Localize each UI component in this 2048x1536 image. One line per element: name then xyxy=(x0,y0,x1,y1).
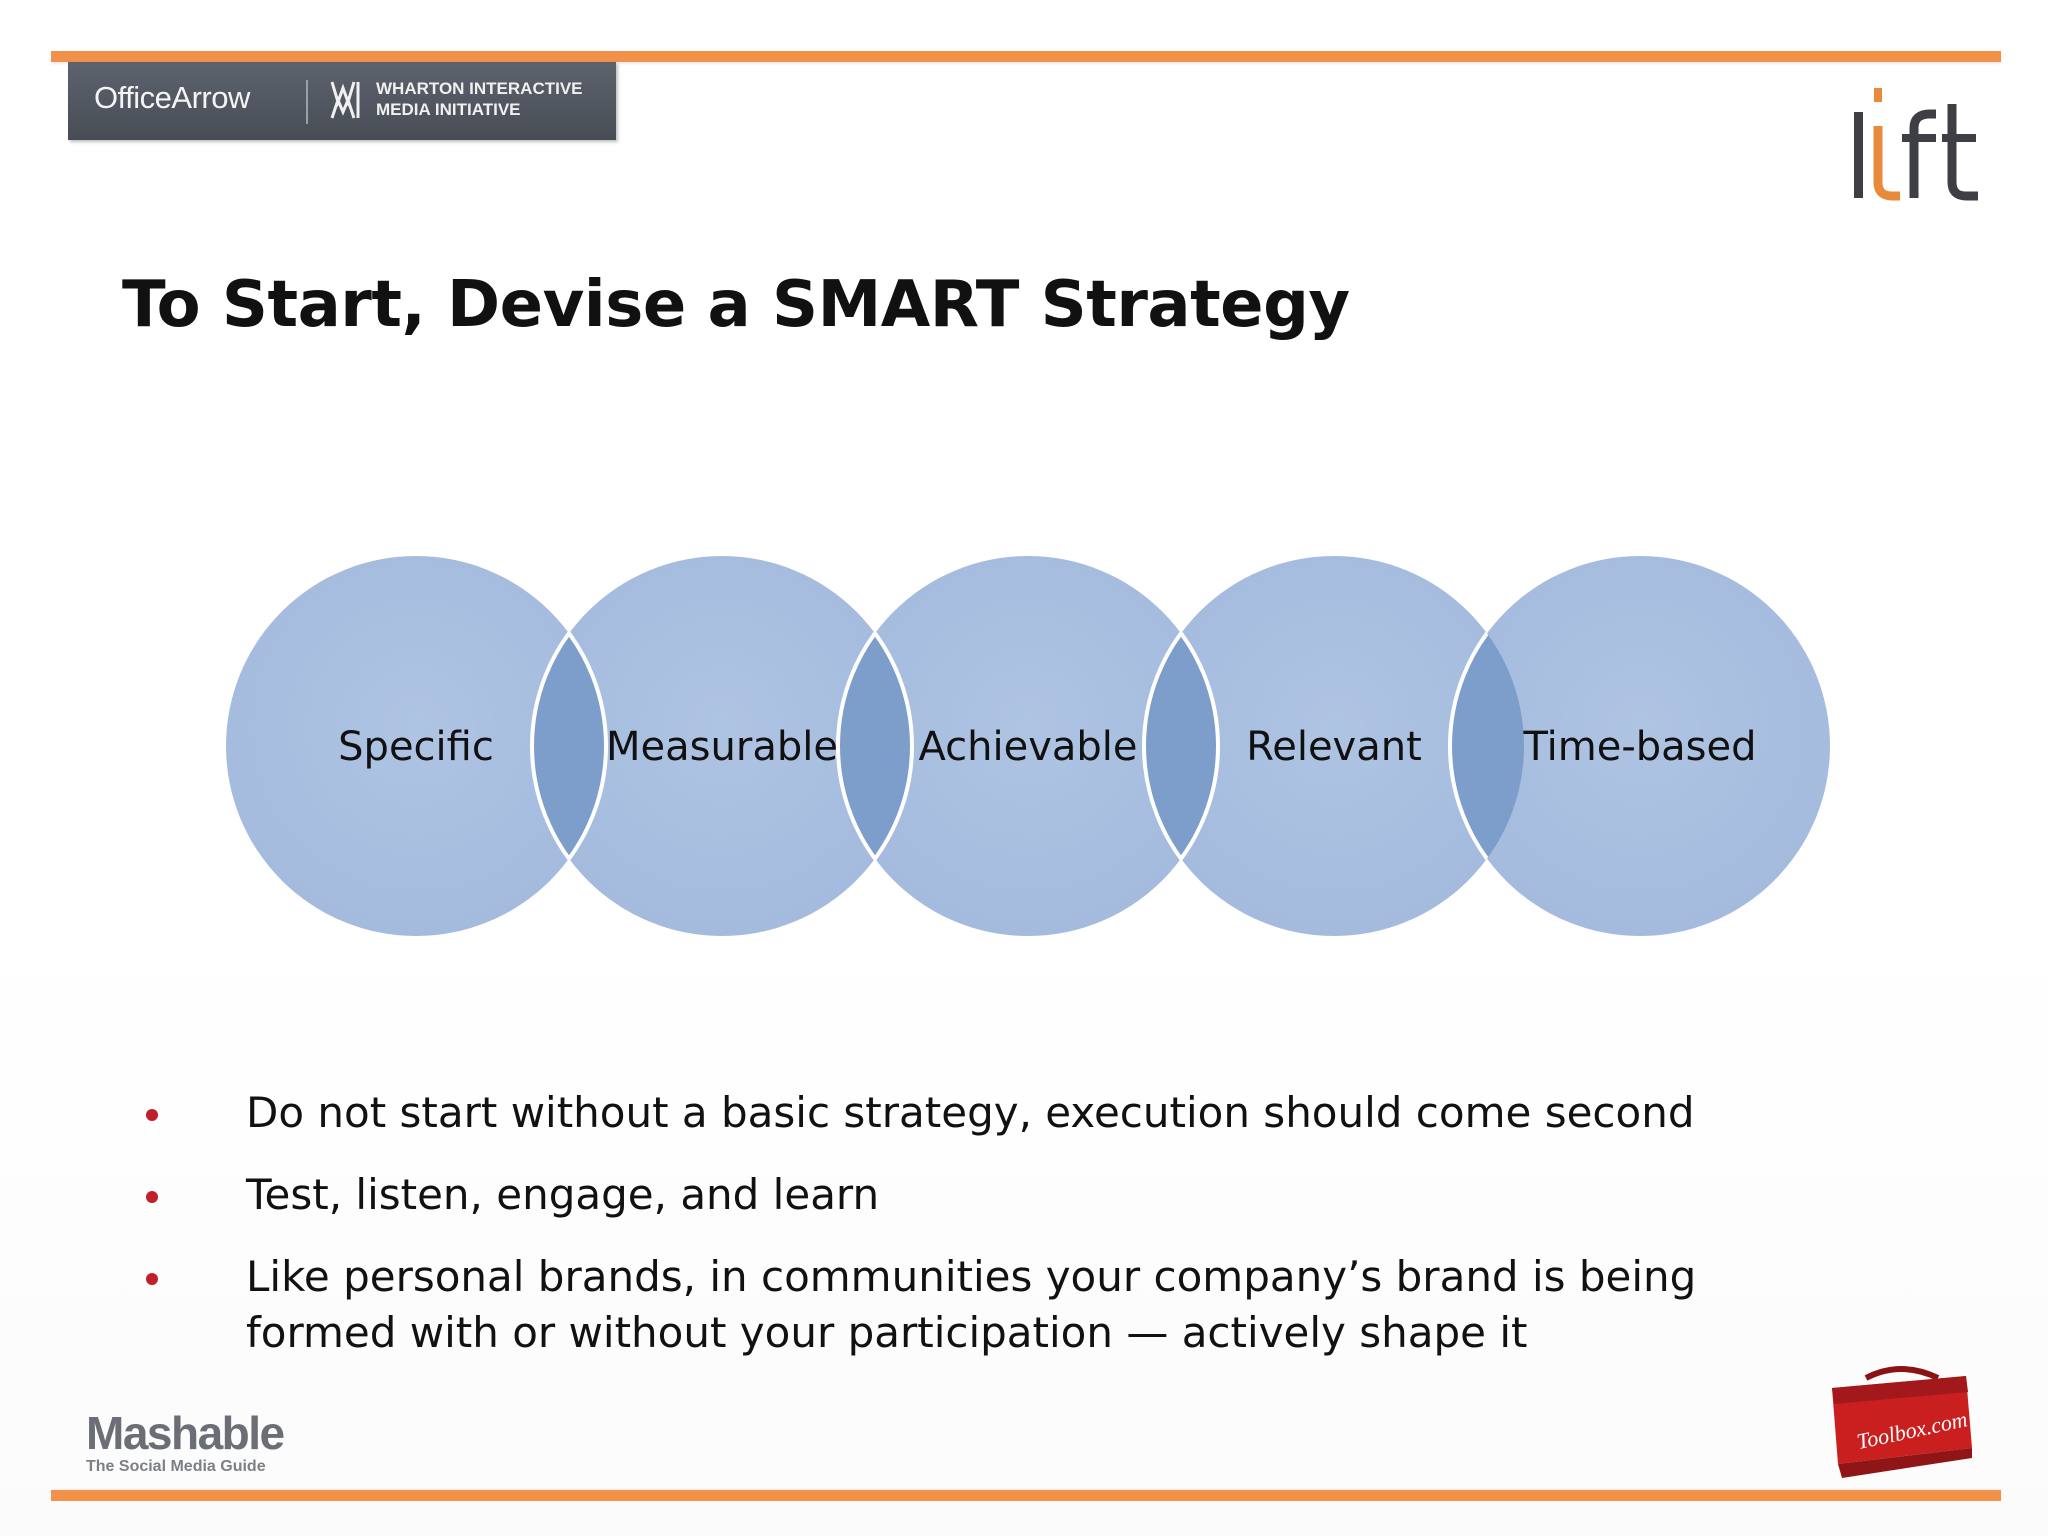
wharton-logo-text: WHARTON INTERACTIVE MEDIA INITIATIVE xyxy=(376,79,583,119)
slide-title: To Start, Devise a SMART Strategy xyxy=(122,268,1350,342)
bottom-accent-bar xyxy=(51,1490,2001,1501)
bullet-dot-icon xyxy=(146,1191,158,1203)
label-time-based: Time-based xyxy=(1522,724,1756,770)
bullet-dot-icon xyxy=(146,1109,158,1121)
list-item: Test, listen, engage, and learn xyxy=(140,1167,1860,1223)
top-accent-bar xyxy=(51,51,2001,62)
label-measurable: Measurable xyxy=(606,724,838,770)
toolbox-logo-icon: Toolbox.com xyxy=(1832,1366,1972,1478)
banner-divider xyxy=(306,80,308,124)
list-item: Do not start without a basic strategy, e… xyxy=(140,1085,1860,1141)
label-achievable: Achievable xyxy=(918,724,1137,770)
label-specific: Specific xyxy=(338,724,494,770)
list-item: Like personal brands, in communities you… xyxy=(140,1249,1860,1361)
bullet-dot-icon xyxy=(146,1273,158,1285)
lift-logo-icon xyxy=(1854,88,1978,201)
mashable-name: Mashable xyxy=(86,1407,285,1459)
bullet-text: Test, listen, engage, and learn xyxy=(246,1170,880,1219)
mashable-logo: Mashable The Social Media Guide xyxy=(86,1407,285,1476)
officearrow-logo: OfficeArrow xyxy=(94,80,250,115)
bullet-text: Do not start without a basic strategy, e… xyxy=(246,1088,1695,1137)
mashable-tagline: The Social Media Guide xyxy=(86,1458,266,1475)
label-relevant: Relevant xyxy=(1246,724,1422,770)
wharton-wi-logo-icon xyxy=(330,81,360,119)
partner-banner: OfficeArrow WHARTON INTERACTIVE MEDIA IN… xyxy=(68,62,616,140)
bullet-list: Do not start without a basic strategy, e… xyxy=(140,1085,1860,1387)
bullet-text: Like personal brands, in communities you… xyxy=(246,1252,1697,1357)
